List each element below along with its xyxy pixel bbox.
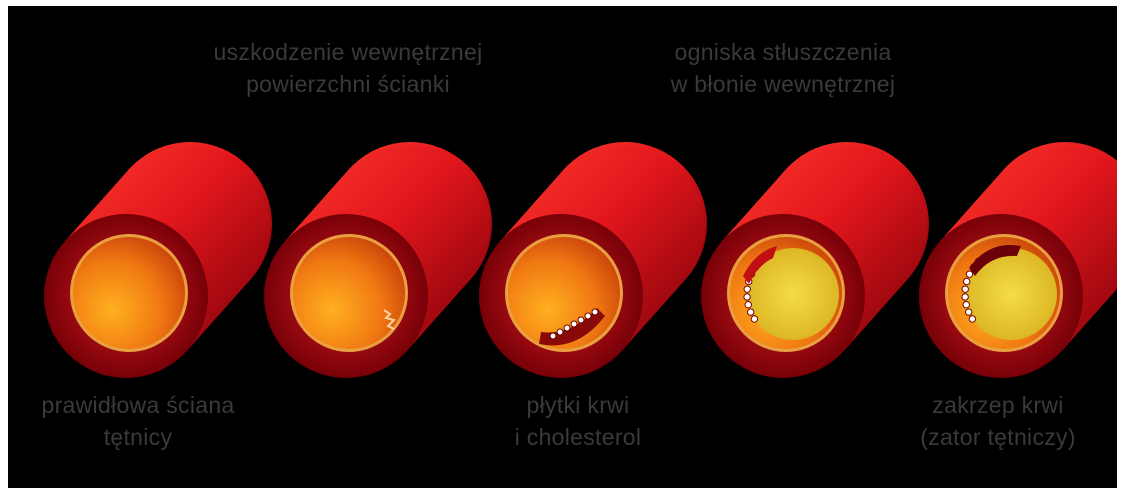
label-platelets-cholesterol: płytki krwi i cholesterol <box>478 389 678 453</box>
platelet-dot <box>748 309 754 315</box>
artery-lumen <box>73 237 185 349</box>
artery-fatty <box>701 142 929 378</box>
platelet-dot <box>592 309 598 315</box>
platelet-dot <box>966 271 972 277</box>
label-wall-damage: uszkodzenie wewnętrznej powierzchni ścia… <box>203 36 493 100</box>
label-fatty-streaks-line1: ogniska stłuszczenia <box>648 36 918 68</box>
artery-lumen <box>293 237 405 349</box>
platelet-dot <box>578 317 584 323</box>
label-blood-clot-line1: zakrzep krwi <box>903 389 1093 421</box>
label-fatty-streaks-line2: w błonie wewnętrznej <box>648 68 918 100</box>
artery-normal <box>44 142 272 378</box>
platelet-dot <box>550 333 556 339</box>
label-wall-damage-line1: uszkodzenie wewnętrznej <box>203 36 493 68</box>
label-normal-wall-line2: tętnicy <box>28 421 248 453</box>
artery-platelets <box>479 142 707 378</box>
platelet-dot <box>964 278 970 284</box>
label-blood-clot: zakrzep krwi (zator tętniczy) <box>903 389 1093 453</box>
platelet-dot <box>571 321 577 327</box>
platelet-dot <box>744 286 750 292</box>
label-platelets-cholesterol-line2: i cholesterol <box>478 421 678 453</box>
diagram-canvas: uszkodzenie wewnętrznej powierzchni ścia… <box>8 6 1117 488</box>
platelet-dot <box>557 329 563 335</box>
label-normal-wall: prawidłowa ściana tętnicy <box>28 389 248 453</box>
artery-clot <box>919 142 1117 378</box>
platelet-dot <box>744 294 750 300</box>
platelet-dot <box>751 316 757 322</box>
platelet-dot <box>969 316 975 322</box>
platelet-dot <box>966 309 972 315</box>
platelet-dot <box>585 313 591 319</box>
label-wall-damage-line2: powierzchni ścianki <box>203 68 493 100</box>
platelet-dot <box>962 294 968 300</box>
platelet-dot <box>745 301 751 307</box>
label-blood-clot-line2: (zator tętniczy) <box>903 421 1093 453</box>
platelet-dot <box>564 325 570 331</box>
artery-damaged <box>264 142 492 378</box>
label-normal-wall-line1: prawidłowa ściana <box>28 389 248 421</box>
label-fatty-streaks: ogniska stłuszczenia w błonie wewnętrzne… <box>648 36 918 100</box>
platelet-dot <box>963 301 969 307</box>
label-platelets-cholesterol-line1: płytki krwi <box>478 389 678 421</box>
platelet-dot <box>962 286 968 292</box>
